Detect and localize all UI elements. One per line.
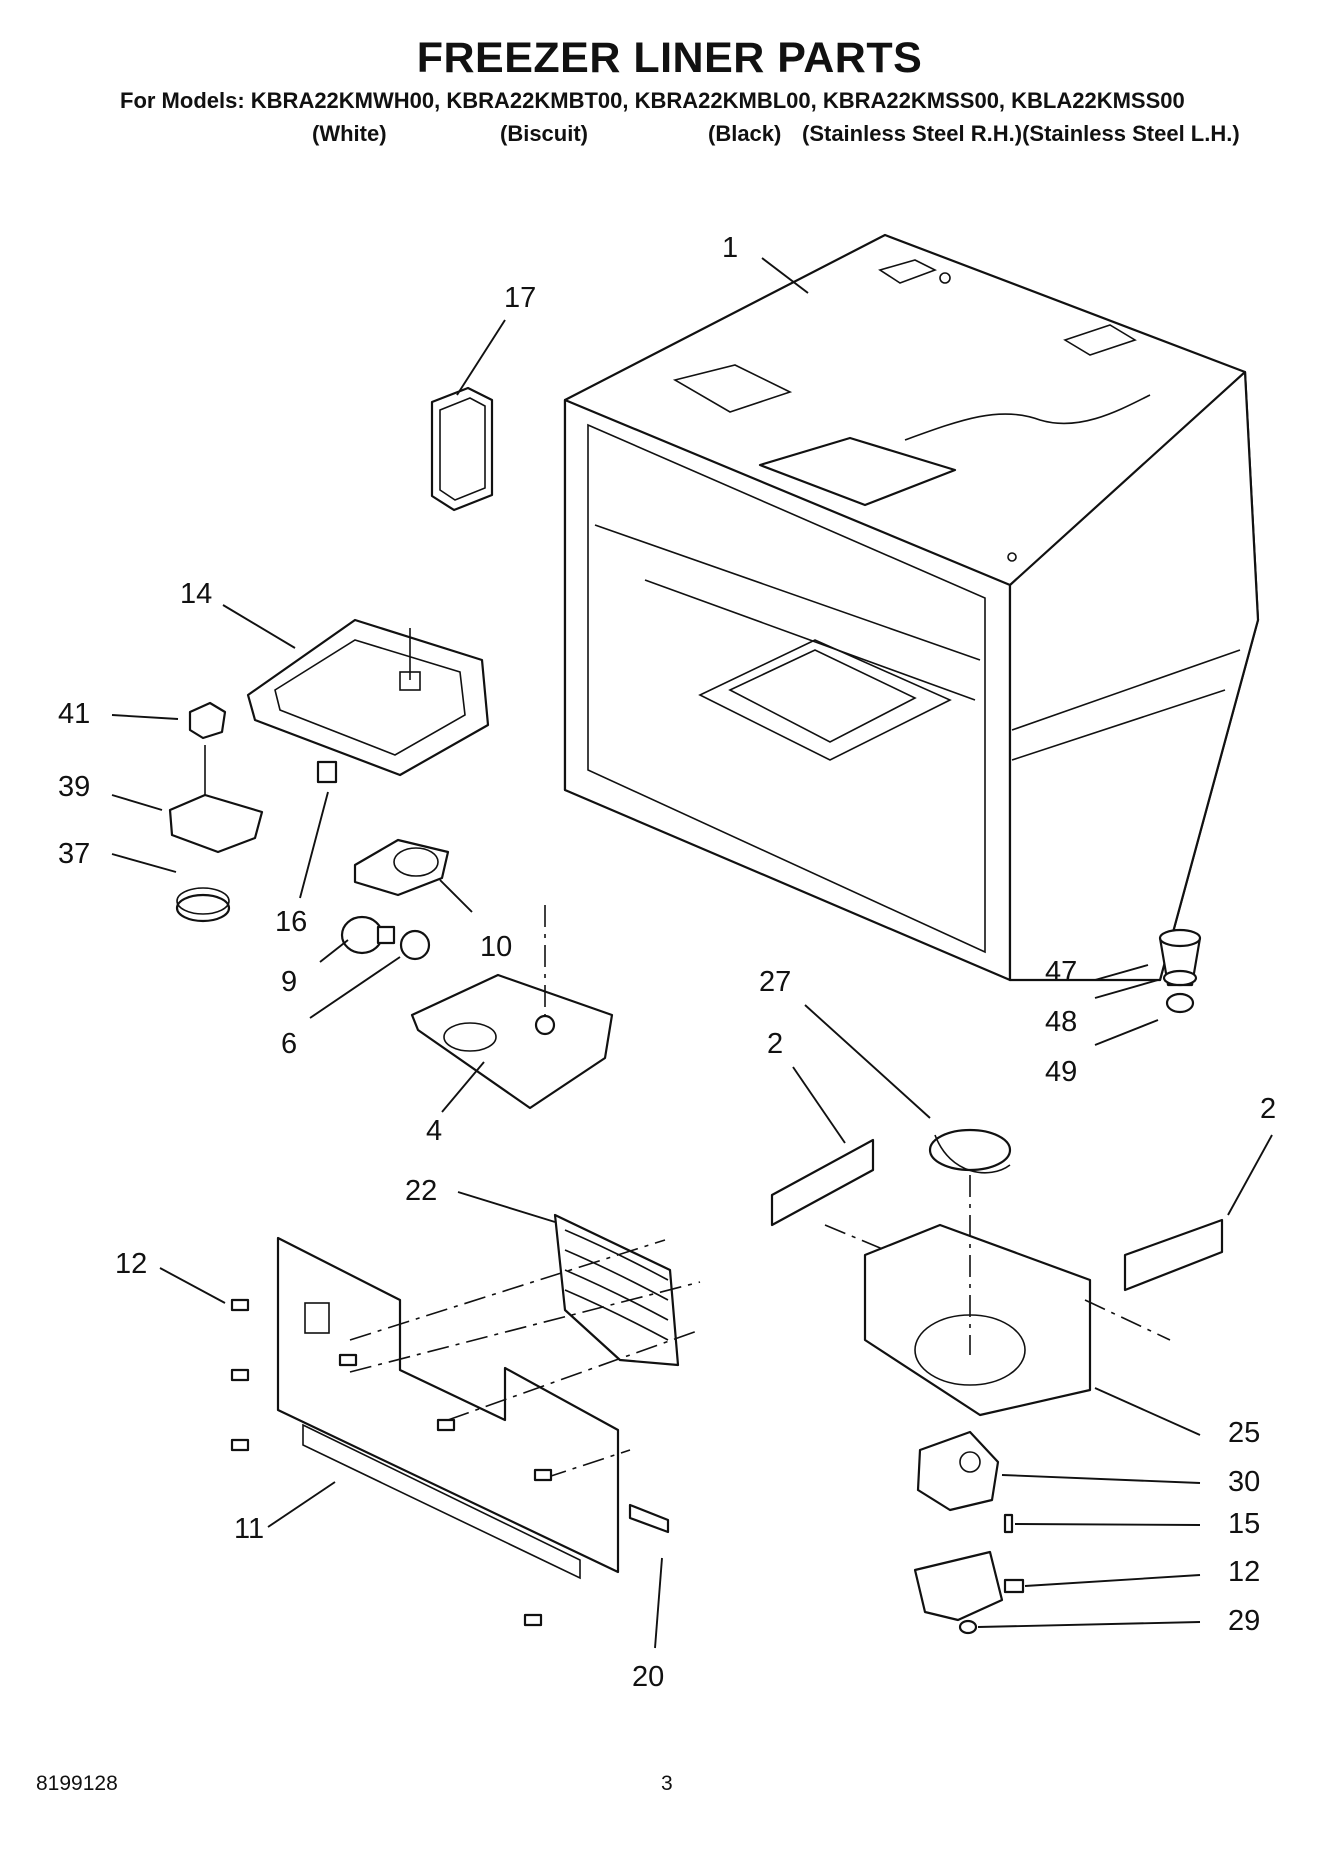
control-parts-drawing	[168, 701, 264, 923]
callout-2-right: 2	[1260, 1093, 1277, 1125]
callout-41: 41	[58, 698, 91, 730]
document-number: 8199128	[36, 1772, 118, 1795]
callout-16: 16	[275, 906, 308, 938]
callout-29: 29	[1228, 1605, 1261, 1637]
freezer-liner-drawing	[563, 233, 1260, 982]
page-number: 3	[661, 1772, 673, 1795]
callout-30: 30	[1228, 1466, 1261, 1498]
callout-10: 10	[480, 931, 513, 963]
callout-leaders	[111, 257, 1273, 1649]
model-color-stainless: (Stainless Steel R.H.)(Stainless Steel L…	[802, 121, 1240, 146]
callout-2-left: 2	[767, 1028, 784, 1060]
callout-12-right: 12	[1228, 1556, 1261, 1588]
model-color-black: (Black)	[708, 121, 782, 146]
callout-9: 9	[281, 966, 298, 998]
callout-39: 39	[58, 771, 91, 803]
callout-6: 6	[281, 1028, 298, 1060]
callout-11: 11	[234, 1513, 265, 1545]
callout-17: 17	[504, 282, 537, 314]
rear-panel-drawing	[230, 1213, 701, 1627]
callout-1: 1	[722, 232, 739, 264]
model-color-biscuit: (Biscuit)	[500, 121, 588, 146]
model-color-white: (White)	[312, 121, 387, 146]
callout-47: 47	[1045, 956, 1078, 988]
callout-14: 14	[180, 578, 213, 610]
damper-parts-drawing	[1158, 928, 1202, 1014]
callout-15: 15	[1228, 1508, 1261, 1540]
page-title: FREEZER LINER PARTS	[416, 34, 923, 82]
callout-20: 20	[632, 1661, 665, 1693]
model-list: For Models: KBRA22KMWH00, KBRA22KMBT00, …	[120, 88, 1185, 113]
callout-25: 25	[1228, 1417, 1261, 1449]
callout-27: 27	[759, 966, 792, 998]
callout-37: 37	[58, 838, 91, 870]
fan-assembly-drawing	[770, 1128, 1224, 1635]
callout-4: 4	[426, 1115, 443, 1147]
housing-drawing	[246, 618, 490, 777]
callout-49: 49	[1045, 1056, 1078, 1088]
callout-12-left: 12	[115, 1248, 148, 1280]
filter-drawing	[430, 386, 494, 512]
callout-48: 48	[1045, 1006, 1078, 1038]
light-parts-drawing	[316, 760, 614, 1110]
callout-22: 22	[405, 1175, 438, 1207]
